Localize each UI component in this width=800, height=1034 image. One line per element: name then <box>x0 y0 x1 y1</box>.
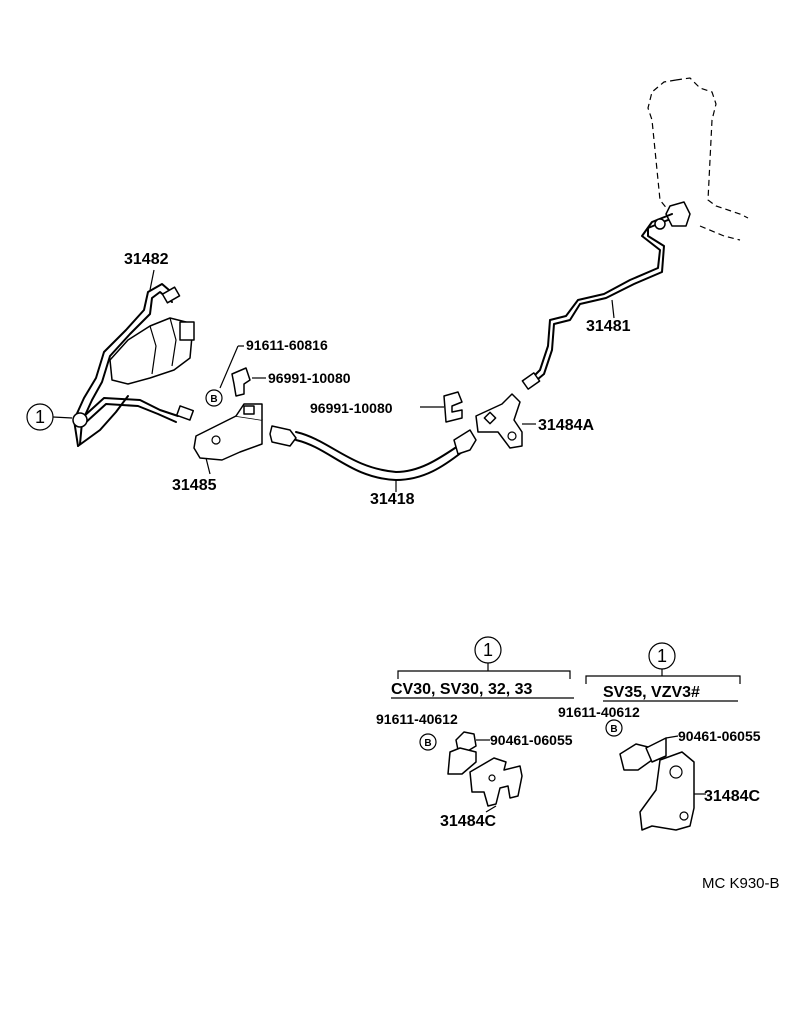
bracket-31484A <box>475 393 523 449</box>
label-96991-10080-left: 96991-10080 <box>268 370 351 386</box>
variant-1-bolt-label: 91611-40612 <box>376 711 458 727</box>
label-31485: 31485 <box>172 477 217 494</box>
label-31481: 31481 <box>586 318 631 335</box>
clutch-hose-31418 <box>269 425 477 481</box>
label-96991-10080-right: 96991-10080 <box>310 400 393 416</box>
variant-2-group: 1 SV35, VZV3# 91611-40612 B 90461-06055 … <box>558 642 761 831</box>
clip-96991-10080-left <box>231 367 251 397</box>
svg-text:1: 1 <box>35 407 45 427</box>
variant-2-nut-label: 90461-06055 <box>678 728 761 744</box>
variant-1-nut-label: 90461-06055 <box>490 732 573 748</box>
clutch-line-31482 <box>72 283 195 447</box>
master-cylinder-reservoir <box>647 77 749 241</box>
label-31418: 31418 <box>370 491 415 508</box>
label-31484A: 31484A <box>538 417 594 434</box>
variant-2-models: SV35, VZV3# <box>603 684 700 701</box>
svg-text:B: B <box>424 738 431 749</box>
variant-1-models: CV30, SV30, 32, 33 <box>391 681 533 698</box>
svg-text:B: B <box>610 724 617 735</box>
variant-2-circle: 1 <box>657 646 667 666</box>
svg-text:B: B <box>210 394 217 405</box>
clip-96991-10080-right <box>443 391 463 423</box>
clutch-line-31481 <box>521 213 673 390</box>
variant-1-circle: 1 <box>483 640 493 660</box>
variant-2-bolt-label: 91611-40612 <box>558 704 640 720</box>
reference-circle-1: 1 <box>26 403 73 431</box>
bolt-b-mark: B <box>205 389 223 407</box>
label-91611-60816: 91611-60816 <box>246 337 328 353</box>
variant-1-bracket-label: 31484C <box>440 813 496 830</box>
diagram-code: MC K930-B <box>702 875 780 892</box>
variant-1-group: 1 CV30, SV30, 32, 33 91611-40612 B 90461… <box>376 636 574 830</box>
label-31482: 31482 <box>124 251 169 268</box>
variant-2-bracket-label: 31484C <box>704 788 760 805</box>
bracket-31485 <box>193 403 263 461</box>
